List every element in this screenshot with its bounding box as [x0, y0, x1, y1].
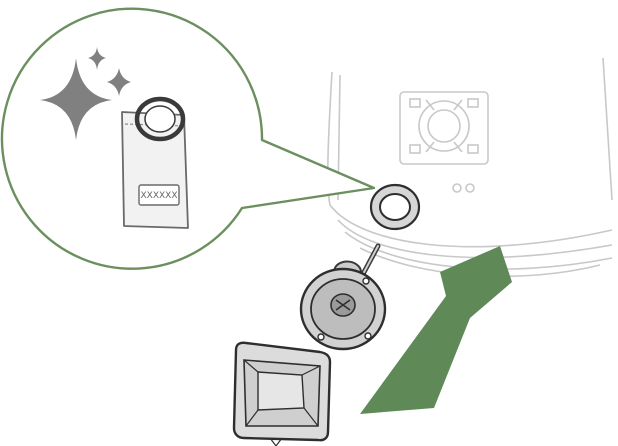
gasket-ring	[371, 185, 419, 229]
cover-plate	[234, 343, 330, 446]
gasket-bag: XXXXXX	[122, 99, 188, 228]
appliance-body	[328, 58, 612, 276]
bag-label-text: XXXXXX	[141, 191, 178, 201]
connector-plug	[301, 246, 385, 349]
callout-bubble	[2, 9, 374, 269]
mounting-bracket	[400, 92, 488, 192]
